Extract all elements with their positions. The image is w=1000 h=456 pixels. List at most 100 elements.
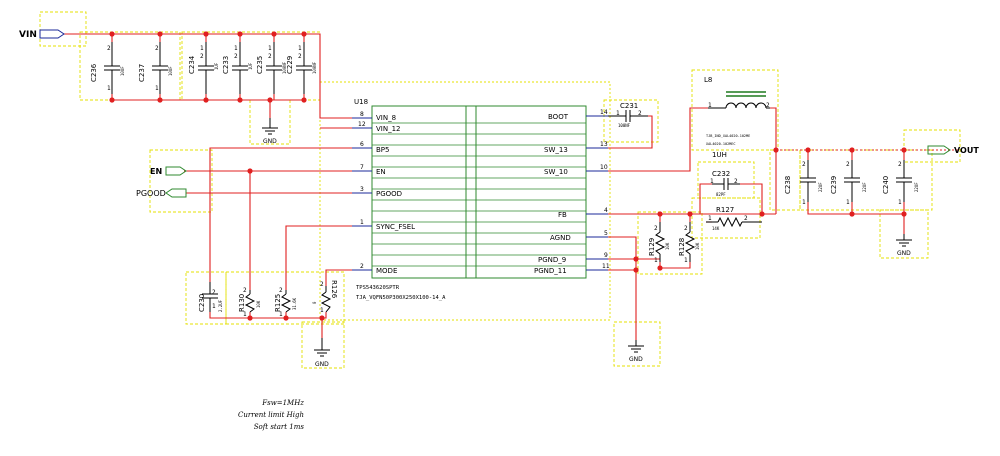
pin-name: EN	[376, 168, 386, 176]
res-value: 14K	[712, 226, 720, 231]
pin-num: 10	[600, 164, 608, 171]
res-r126: R126 2 1 0	[312, 280, 338, 314]
cap-value: 82PF	[716, 192, 726, 197]
pin-label: 2	[279, 287, 283, 294]
pin-label: 2	[654, 225, 658, 232]
pin-num: 6	[360, 141, 364, 148]
cap-value: 100NF	[312, 61, 317, 74]
pin-name: BP5	[376, 146, 389, 154]
inductor-mfr: XAL4020-102MEC	[706, 142, 736, 146]
note-soft-start: Soft start 1ms	[254, 423, 305, 431]
pin-label: 1	[684, 257, 688, 264]
ic-part: TPS543620SPTR	[356, 285, 400, 291]
res-ref: R125	[274, 294, 282, 312]
res-ref: R127	[716, 206, 734, 214]
pin-label: 2	[734, 178, 738, 185]
pin-name: AGND	[550, 234, 571, 242]
res-ref: R128	[678, 238, 686, 256]
cap-value: 1UF	[214, 62, 219, 70]
cap-value: 22UF	[818, 182, 823, 192]
cap-ref: C229	[286, 56, 294, 74]
gnd-symbol-left: GND	[314, 338, 330, 368]
cap-value: 10UF	[168, 66, 173, 76]
pin-num: 7	[360, 164, 364, 171]
cap-value: 22UF	[862, 182, 867, 192]
pin-label: 1	[654, 257, 658, 264]
inductor-part: TJB_IND_XAL4020-102ME	[706, 134, 750, 138]
cap-ref: C236	[90, 63, 98, 82]
cap-c236: 2 1 C236 10UF	[90, 42, 125, 94]
pin-label: 1	[279, 311, 283, 318]
res-r130: R130 2 1 10K	[238, 287, 261, 318]
gnd-label: GND	[315, 361, 329, 368]
note-current-limit: Current limit High	[238, 411, 304, 419]
pin-name: SW_10	[544, 168, 568, 176]
pin-label: 2	[212, 289, 216, 296]
pin-num: 1	[360, 219, 364, 226]
pin-label: 1	[708, 215, 712, 222]
pin-label: 2	[846, 161, 850, 168]
pin-label: 2	[268, 53, 272, 60]
port-pgood: PGOOD	[136, 188, 187, 198]
pin-label: 1	[107, 85, 111, 92]
cap-c232: C232 1 2 82PF	[710, 170, 740, 197]
res-r129: R129 2 1 10K	[648, 222, 670, 264]
cap-c229: 1 2 C229 100NF	[286, 42, 317, 94]
cap-ref: C239	[830, 176, 838, 194]
gnd-label: GND	[263, 138, 277, 145]
cap-c231: C231 1 2 100NF	[608, 102, 648, 128]
pin-label: 1	[155, 85, 159, 92]
cap-c230: C230 2 1 2.2UF	[198, 282, 223, 312]
pin-num: 3	[360, 186, 364, 193]
res-r128: R128 2 1 10K	[678, 222, 700, 264]
pin-label: 2	[320, 281, 324, 288]
pin-name: PGOOD	[376, 190, 402, 198]
pin-num: 11	[602, 263, 610, 270]
cap-ref: C232	[712, 170, 730, 178]
cap-c239: C239 2 1 22UF	[830, 160, 867, 206]
pin-name: PGND_11	[534, 267, 567, 275]
design-notes: Fsw=1MHz Current limit High Soft start 1…	[238, 399, 304, 431]
cap-c234: 1 2 C234 1UF	[188, 42, 219, 94]
pin-num: 8	[360, 111, 364, 118]
port-en: EN	[150, 166, 187, 176]
pin-label: 1	[212, 303, 216, 310]
port-vout: VOUT	[927, 145, 979, 155]
pin-num: 14	[600, 109, 608, 116]
cap-value: 22UF	[914, 182, 919, 192]
inductor-value: 1UH	[712, 151, 727, 159]
pin-label: 1	[268, 45, 272, 52]
res-r127: R127 1 2 14K	[706, 206, 762, 231]
res-value: 10K	[665, 242, 670, 250]
pin-label: 1	[243, 311, 247, 318]
pin-label: 2	[243, 287, 247, 294]
cap-ref: C237	[138, 64, 146, 82]
res-ref: R130	[238, 294, 246, 312]
pin-label: 1	[708, 102, 712, 109]
res-value: 10K	[256, 300, 261, 308]
pin-label: 1	[298, 45, 302, 52]
cap-ref: C233	[222, 56, 230, 74]
cap-ref: C240	[882, 176, 890, 194]
pin-num: 13	[600, 141, 608, 148]
cap-value: 100NF	[282, 61, 287, 74]
pin-name: VIN_12	[376, 125, 401, 133]
cap-value: 2.2UF	[218, 299, 223, 312]
res-ref: R129	[648, 238, 656, 256]
cap-ref: C230	[198, 294, 206, 312]
pin-num: 9	[604, 252, 608, 259]
cap-c237: 2 1 C237 10UF	[138, 42, 173, 94]
pin-label: 2	[744, 215, 748, 222]
port-vin-label: VIN	[19, 30, 37, 40]
inductor-l8: L8 1 2 TJB_IND_XAL4020-102ME XAL4020-102…	[704, 76, 770, 159]
gnd-label: GND	[897, 250, 911, 257]
pin-name: SW_13	[544, 146, 568, 154]
pin-name: MODE	[376, 267, 397, 275]
pin-label: 1	[846, 199, 850, 206]
pin-name: VIN_8	[376, 114, 396, 122]
gnd-label: GND	[629, 356, 643, 363]
pin-label: 2	[200, 53, 204, 60]
pin-label: 1	[898, 199, 902, 206]
input-capacitors: 2 1 C236 10UF 2 1 C237 10UF 1 2 C234 1UF	[90, 42, 317, 94]
